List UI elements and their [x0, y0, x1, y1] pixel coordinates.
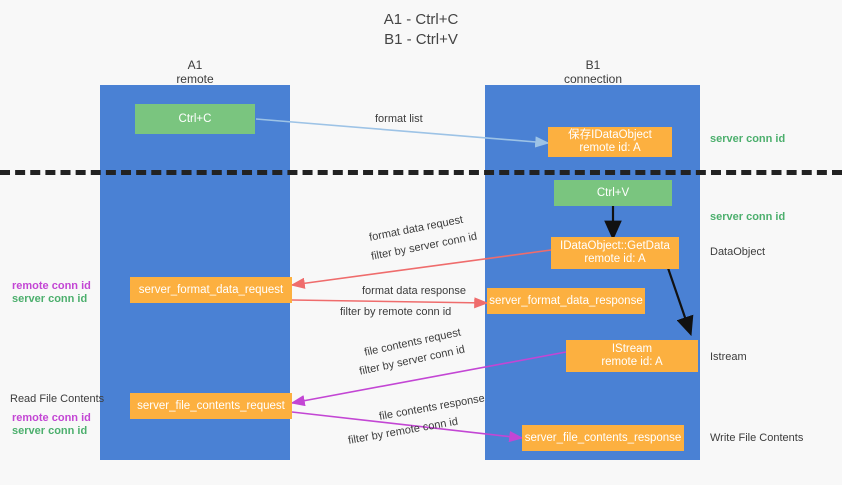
node-ctrl-c[interactable]: Ctrl+C — [135, 104, 255, 134]
node-server-file-contents-response-label: server_file_contents_response — [524, 431, 682, 444]
edge-label-format-data-response: format data response — [362, 285, 466, 297]
node-istream[interactable]: IStream remote id: A — [566, 340, 698, 372]
node-idataobject-getdata-line2: remote id: A — [584, 253, 646, 265]
diagram-title: A1 - Ctrl+C B1 - Ctrl+V — [0, 10, 842, 50]
node-idataobject-getdata-line1: IDataObject::GetData — [560, 240, 670, 252]
side-label-dataobject: DataObject — [710, 246, 766, 258]
side-label-remote-conn-id-2: remote conn id — [12, 412, 91, 424]
side-label-remote-conn-id-1: remote conn id — [12, 280, 91, 292]
edge-label-format-data-response-filter: filter by remote conn id — [340, 305, 451, 319]
side-label-server-conn-id-mid: server conn id — [710, 211, 786, 223]
phase-divider-dashed-line — [0, 170, 842, 175]
node-server-file-contents-request[interactable]: server_file_contents_request — [130, 393, 292, 419]
side-label-server-conn-id-1: server conn id — [12, 293, 88, 305]
node-server-format-data-request[interactable]: server_format_data_request — [130, 277, 292, 303]
node-save-idataobject-line1: 保存IDataObject — [568, 129, 652, 141]
filter-by-text-4: filter by — [347, 428, 385, 447]
arrow-format-data-response — [291, 297, 489, 309]
side-label-server-conn-id-2: server conn id — [12, 425, 88, 437]
column-header-b1: B1 connection — [538, 58, 648, 86]
side-label-istream: Istream — [710, 351, 747, 363]
filter-by-text-1: filter by — [370, 244, 408, 263]
node-istream-line2: remote id: A — [601, 356, 663, 368]
title-line-1: A1 - Ctrl+C — [383, 11, 459, 28]
node-server-file-contents-response[interactable]: server_file_contents_response — [522, 425, 684, 451]
node-save-idataobject[interactable]: 保存IDataObject remote id: A — [548, 127, 672, 157]
node-idataobject-getdata[interactable]: IDataObject::GetData remote id: A — [551, 237, 679, 269]
node-istream-line1: IStream — [611, 343, 653, 355]
side-label-server-conn-id-top: server conn id — [710, 133, 786, 145]
node-ctrl-c-label: Ctrl+C — [178, 112, 212, 125]
remote-conn-id-text-1: remote conn id — [378, 306, 452, 318]
node-server-format-data-response[interactable]: server_format_data_response — [487, 288, 645, 314]
node-ctrl-v-label: Ctrl+V — [596, 186, 630, 199]
filter-by-text-3: filter by — [358, 358, 396, 378]
side-label-read-file-contents: Read File Contents — [10, 393, 105, 405]
column-header-a1: A1 remote — [140, 58, 250, 86]
side-label-write-file-contents: Write File Contents — [710, 432, 804, 444]
node-server-file-contents-request-label: server_file_contents_request — [137, 399, 285, 412]
node-save-idataobject-line2: remote id: A — [579, 142, 641, 154]
column-a1-name: A1 — [187, 58, 203, 72]
node-server-format-data-request-label: server_format_data_request — [138, 283, 284, 296]
column-b1-sub: connection — [563, 72, 623, 86]
node-ctrl-v[interactable]: Ctrl+V — [554, 180, 672, 206]
filter-by-text-2: filter by — [340, 306, 376, 318]
edge-label-format-list: format list — [375, 113, 423, 125]
column-b1-name: B1 — [585, 58, 601, 72]
column-a1-sub: remote — [176, 72, 214, 86]
title-line-2: B1 - Ctrl+V — [384, 31, 458, 48]
node-server-format-data-response-label: server_format_data_response — [489, 294, 643, 307]
